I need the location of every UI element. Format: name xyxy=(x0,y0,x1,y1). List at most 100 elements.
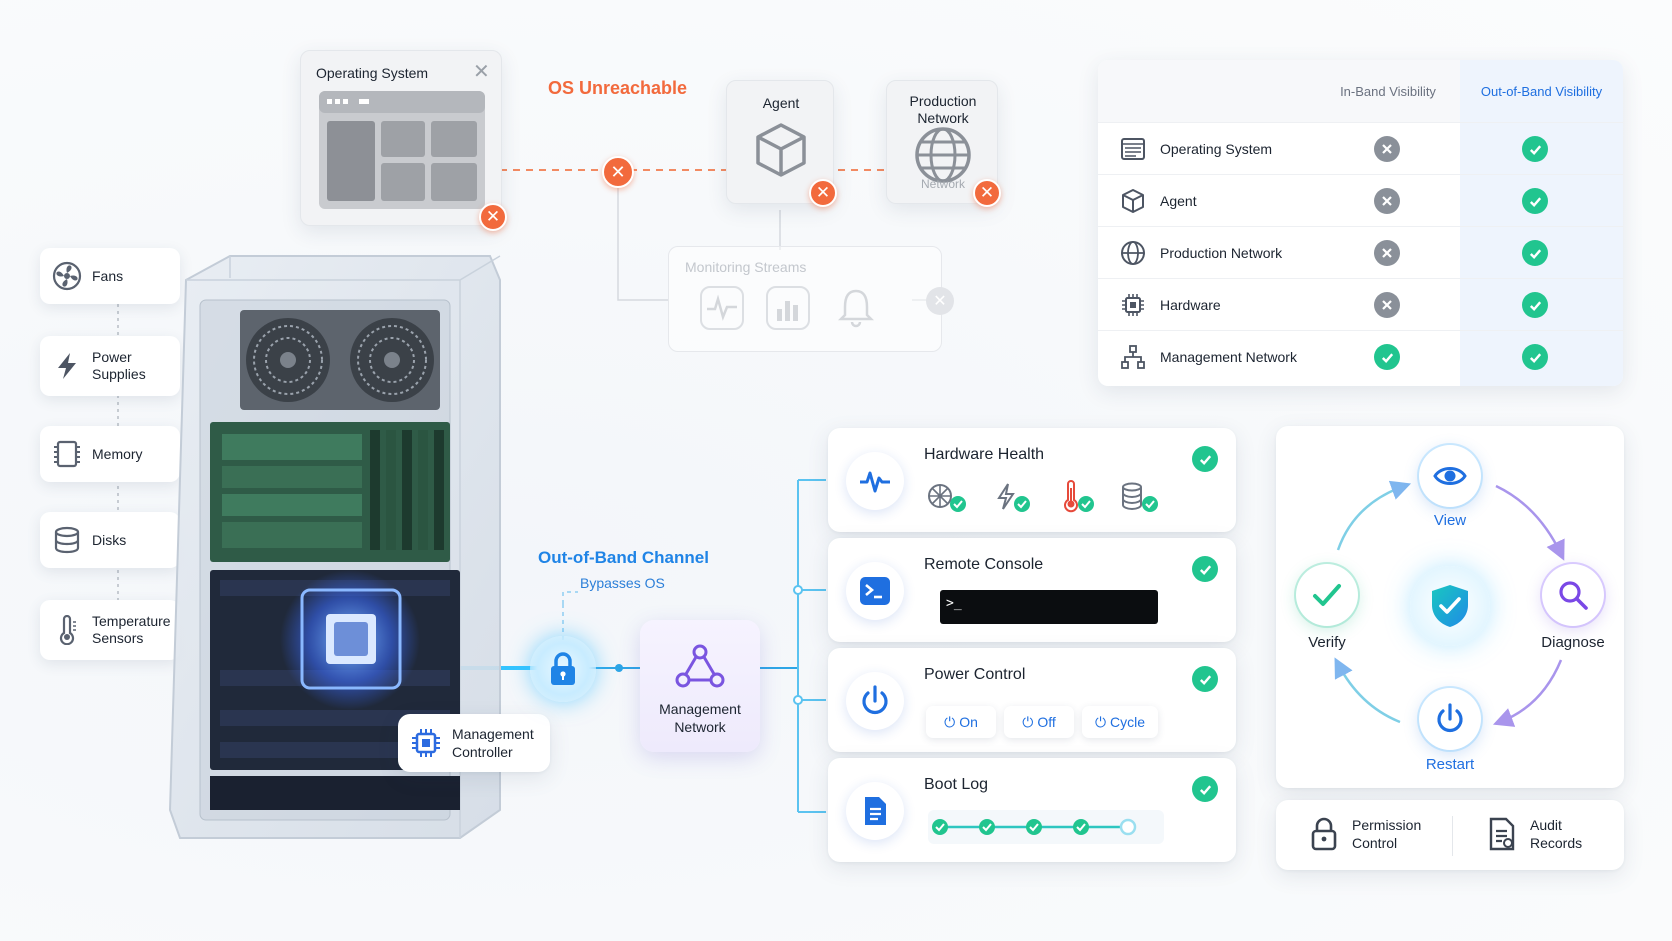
lock-icon xyxy=(1311,817,1337,851)
power-on-button[interactable]: ⏻On xyxy=(926,706,996,738)
management-controller-label: Management Controller xyxy=(452,726,534,760)
verify-node[interactable] xyxy=(1296,564,1358,626)
chip-icon xyxy=(412,729,440,757)
component-fans: Fans xyxy=(40,248,180,304)
remote-console-title: Remote Console xyxy=(924,556,1044,573)
governance-panel: Permission Control Audit Records xyxy=(1276,800,1624,870)
component-label: Power Supplies xyxy=(92,349,146,382)
close-icon: ✕ xyxy=(473,61,490,83)
row-name: Operating System xyxy=(1160,140,1273,157)
inband-status xyxy=(1374,188,1400,214)
visibility-table: In-Band Visibility Out-of-Band Visibilit… xyxy=(1098,60,1623,386)
inband-status xyxy=(1374,240,1400,266)
inband-column-header: In-Band Visibility xyxy=(1340,83,1436,99)
management-network-label: Management Network xyxy=(659,701,741,735)
window-icon xyxy=(1120,136,1146,162)
boot-step-pending xyxy=(1119,818,1137,836)
x-icon xyxy=(1374,136,1400,162)
check-icon xyxy=(1192,556,1218,582)
check-icon xyxy=(935,823,945,832)
terminal-icon xyxy=(846,562,904,620)
restart-node[interactable] xyxy=(1419,688,1481,750)
component-label: Disks xyxy=(92,531,127,548)
table-row: Operating System xyxy=(1098,122,1623,173)
power-off-label: Off xyxy=(1037,714,1056,730)
inband-status xyxy=(1374,136,1400,162)
check-icon xyxy=(1374,344,1400,370)
boot-step-complete xyxy=(932,819,948,835)
outband-column-highlight xyxy=(1460,60,1623,386)
document-icon xyxy=(846,782,904,840)
fan-icon xyxy=(52,261,82,291)
table-row: Hardware xyxy=(1098,278,1623,329)
power-icon: ⏻ xyxy=(944,713,956,730)
network-icon xyxy=(675,644,725,688)
boot-log-title: Boot Log xyxy=(924,776,989,793)
network-icon xyxy=(1120,344,1146,370)
hardware-health-title: Hardware Health xyxy=(924,446,1045,463)
component-label: Memory xyxy=(92,445,143,462)
power-control-card: Power Control ⏻On ⏻Off ⏻Cycle xyxy=(828,648,1236,752)
console-prompt: >_ xyxy=(946,596,962,611)
management-network-node: Management Network xyxy=(640,620,760,752)
console-terminal[interactable]: >_ xyxy=(940,590,1158,624)
power-off-button[interactable]: ⏻Off xyxy=(1004,706,1074,738)
network-icon-caption: Network xyxy=(920,177,965,191)
verify-label: Verify xyxy=(1308,634,1346,651)
cycle-arrows xyxy=(1334,480,1565,727)
boot-step-complete xyxy=(1073,819,1089,835)
check-icon xyxy=(982,823,992,832)
lifecycle-panel: View Diagnose Restart Verify xyxy=(1276,426,1624,788)
view-label: View xyxy=(1433,512,1467,529)
shield-node xyxy=(1410,566,1490,646)
outband-column-header: Out-of-Band Visibility xyxy=(1480,83,1603,99)
magnifier-icon xyxy=(1559,581,1588,610)
hardware-health-card: Hardware Health xyxy=(828,428,1236,532)
lightning-icon xyxy=(58,353,76,379)
boot-step-complete xyxy=(1026,819,1042,835)
row-name: Hardware xyxy=(1160,296,1221,313)
audit-records-label: Audit Records xyxy=(1530,817,1583,851)
checkmark-icon xyxy=(1313,584,1341,606)
window-mockup-icon xyxy=(319,91,485,209)
agent-card: Agent ✕ xyxy=(726,80,837,207)
cube-icon xyxy=(1120,188,1146,214)
power-cycle-label: Cycle xyxy=(1110,714,1146,730)
outband-status xyxy=(1522,344,1548,370)
check-icon xyxy=(1522,240,1548,266)
power-icon: ⏻ xyxy=(1094,713,1107,730)
row-name: Agent xyxy=(1160,192,1197,209)
os-error-icon: ✕ xyxy=(479,203,507,231)
component-temperature-sensors: Temperature Sensors xyxy=(40,600,180,660)
table-row: Management Network xyxy=(1098,330,1623,381)
bypasses-os-label: Bypasses OS xyxy=(580,575,665,591)
globe-icon xyxy=(1120,240,1146,266)
shield-icon xyxy=(1432,585,1468,627)
row-name: Production Network xyxy=(1160,244,1283,261)
component-power-supplies: Power Supplies xyxy=(40,336,180,396)
out-of-band-channel-title: Out-of-Band Channel xyxy=(538,548,709,567)
power-icon xyxy=(1437,703,1463,733)
diagnose-node[interactable] xyxy=(1542,564,1604,626)
agent-card-title: Agent xyxy=(762,95,800,111)
table-row: Production Network xyxy=(1098,226,1623,277)
management-controller-card: Management Controller xyxy=(398,714,550,772)
monitoring-streams-label: Monitoring Streams xyxy=(685,259,807,275)
monitoring-error-icon: ✕ xyxy=(926,287,954,315)
memory-icon xyxy=(54,440,80,468)
bell-icon xyxy=(837,289,875,328)
cube-icon xyxy=(756,123,806,177)
check-icon xyxy=(1522,292,1548,318)
boot-step-complete xyxy=(979,819,995,835)
chip-icon xyxy=(1120,292,1146,318)
hardware-status-icons xyxy=(928,480,1158,513)
power-cycle-button[interactable]: ⏻Cycle xyxy=(1082,706,1158,738)
x-icon xyxy=(1374,292,1400,318)
eye-icon xyxy=(1433,467,1467,485)
check-icon xyxy=(1029,823,1039,832)
check-icon xyxy=(1192,666,1218,692)
check-icon xyxy=(1192,776,1218,802)
view-node[interactable] xyxy=(1419,445,1481,507)
inband-status xyxy=(1374,292,1400,318)
check-icon xyxy=(1522,136,1548,162)
